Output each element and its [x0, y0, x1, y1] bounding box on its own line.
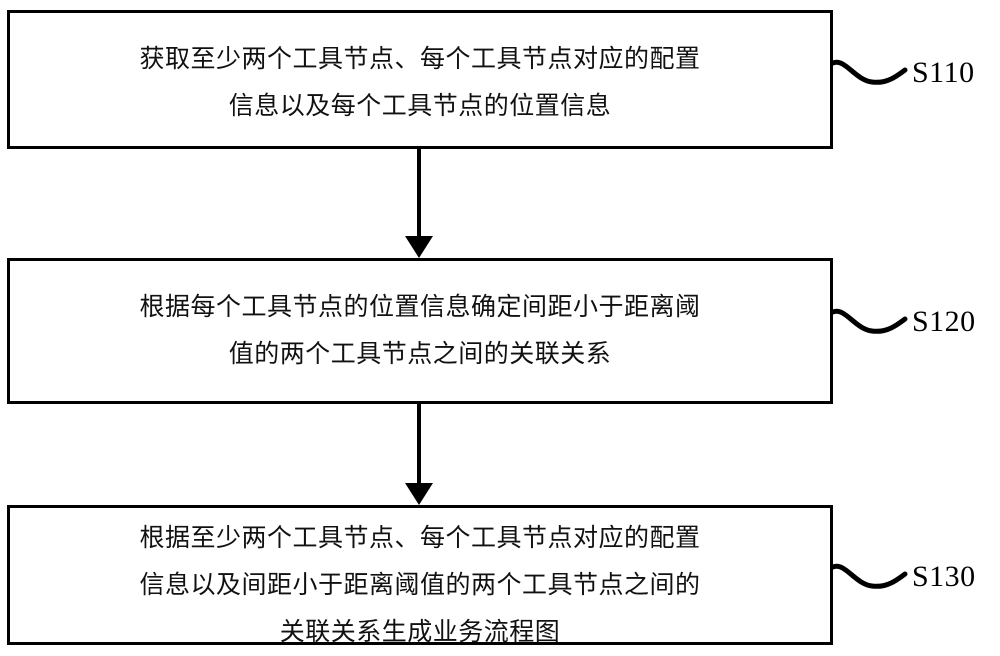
flowchart-step-box-s130: 根据至少两个工具节点、每个工具节点对应的配置 信息以及间距小于距离阈值的两个工具… [7, 505, 833, 646]
flowchart-step-box-s120: 根据每个工具节点的位置信息确定间距小于距离阈 值的两个工具节点之间的关联关系 [7, 258, 833, 404]
arrow-s120-to-s130 [405, 404, 433, 505]
step-label-s120: S120 [912, 305, 976, 338]
step-label-s130: S130 [912, 560, 976, 593]
flowchart-step-text-s130: 根据至少两个工具节点、每个工具节点对应的配置 信息以及间距小于距离阈值的两个工具… [139, 523, 701, 646]
flowchart-step-text-s110: 获取至少两个工具节点、每个工具节点对应的配置 信息以及每个工具节点的位置信息 [139, 44, 701, 120]
step-label-s110: S110 [912, 56, 975, 89]
wavy-leader-line-s130 [830, 563, 908, 589]
wavy-leader-line-s110 [830, 59, 908, 85]
wavy-leader-line-s120 [830, 308, 908, 334]
flowchart-step-box-s110: 获取至少两个工具节点、每个工具节点对应的配置 信息以及每个工具节点的位置信息 [7, 10, 833, 149]
flowchart-step-text-s120: 根据每个工具节点的位置信息确定间距小于距离阈 值的两个工具节点之间的关联关系 [139, 292, 701, 368]
arrow-s110-to-s120 [405, 149, 433, 258]
